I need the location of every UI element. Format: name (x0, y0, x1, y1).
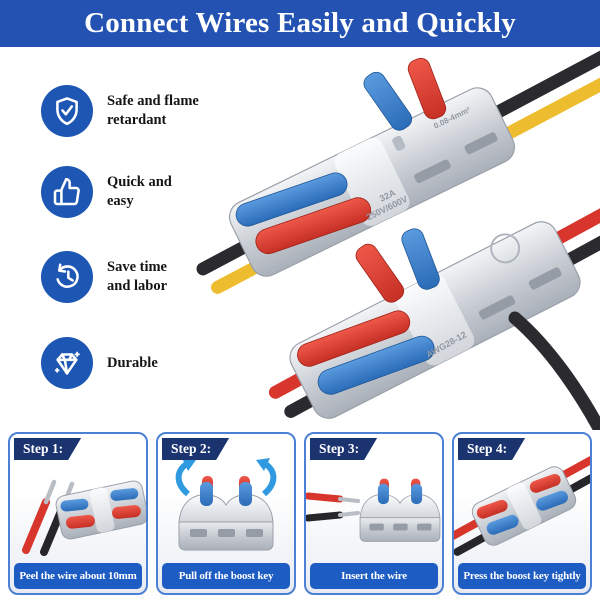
slot (392, 135, 406, 151)
ce-mark (490, 233, 521, 264)
step-caption: Peel the wire about 10mm (14, 563, 142, 589)
step-label: Step 4: (458, 438, 525, 460)
feature-label: Save time and labor (107, 259, 168, 294)
diamond-sparkle-icon (41, 337, 93, 389)
step-caption: Insert the wire (310, 563, 438, 589)
feature-save-time: Save time and labor (41, 251, 217, 303)
step-label: Step 2: (162, 438, 229, 460)
blue-lever-closed (317, 335, 435, 395)
slot (464, 132, 498, 155)
mini-connector (55, 480, 146, 540)
step2-image (175, 458, 277, 551)
step-panel-2: Step 2: Pull off the boost key (156, 432, 296, 595)
mini-connector (454, 455, 590, 556)
page-title: Connect Wires Easily and Quickly (84, 7, 516, 39)
step-panel-1: Step 1: Peel the wire about 10mm (8, 432, 148, 595)
boost-key-blue (363, 71, 413, 131)
black-wire-tail (508, 311, 600, 430)
boost-key-red (407, 57, 447, 120)
slot (528, 267, 562, 290)
connector-hump (395, 274, 475, 366)
header-banner: Connect Wires Easily and Quickly (0, 0, 600, 47)
connector-photo-1: 32A 250V/600V 0.08-4mm² (196, 48, 600, 294)
product-photo-area: 32A 250V/600V 0.08-4mm² AWG28-12 (196, 48, 600, 430)
history-clock-icon (41, 251, 93, 303)
shield-check-icon (41, 85, 93, 137)
red-lever-closed (297, 310, 411, 367)
boost-key-red (355, 243, 405, 303)
raised-key (239, 476, 252, 506)
pull-arrows (175, 458, 277, 497)
steps-row: Step 1: Peel the wire about 10mm (8, 432, 592, 595)
red-lever-closed (255, 197, 372, 255)
slot (478, 295, 516, 320)
front-connector (178, 476, 274, 551)
step3-image (306, 478, 441, 542)
slot (414, 159, 451, 184)
feature-durable: Durable (41, 337, 217, 389)
front-connector (359, 478, 441, 542)
feature-quick: Quick and easy (41, 166, 217, 218)
step1-image (22, 479, 146, 556)
step-panel-4: Step 4: Press the boost key tightly (452, 432, 592, 595)
feature-safe: Safe and flame retardant (41, 85, 217, 137)
step-label: Step 3: (310, 438, 377, 460)
step-panel-3: Step 3: Insert the wire (304, 432, 444, 595)
connector-photo-2: AWG28-12 (268, 139, 600, 419)
feature-label: Safe and flame retardant (107, 93, 199, 128)
step-caption: Pull off the boost key (162, 563, 290, 589)
boost-key-blue (401, 228, 440, 290)
blue-lever-closed (235, 172, 348, 227)
thumbs-up-icon (41, 166, 93, 218)
step-caption: Press the boost key tightly (458, 563, 586, 589)
feature-label: Quick and easy (107, 174, 172, 209)
connector-hump (334, 138, 410, 226)
step4-image (454, 455, 590, 556)
feature-label: Durable (107, 354, 158, 371)
raised-key (200, 476, 213, 506)
step-label: Step 1: (14, 438, 81, 460)
